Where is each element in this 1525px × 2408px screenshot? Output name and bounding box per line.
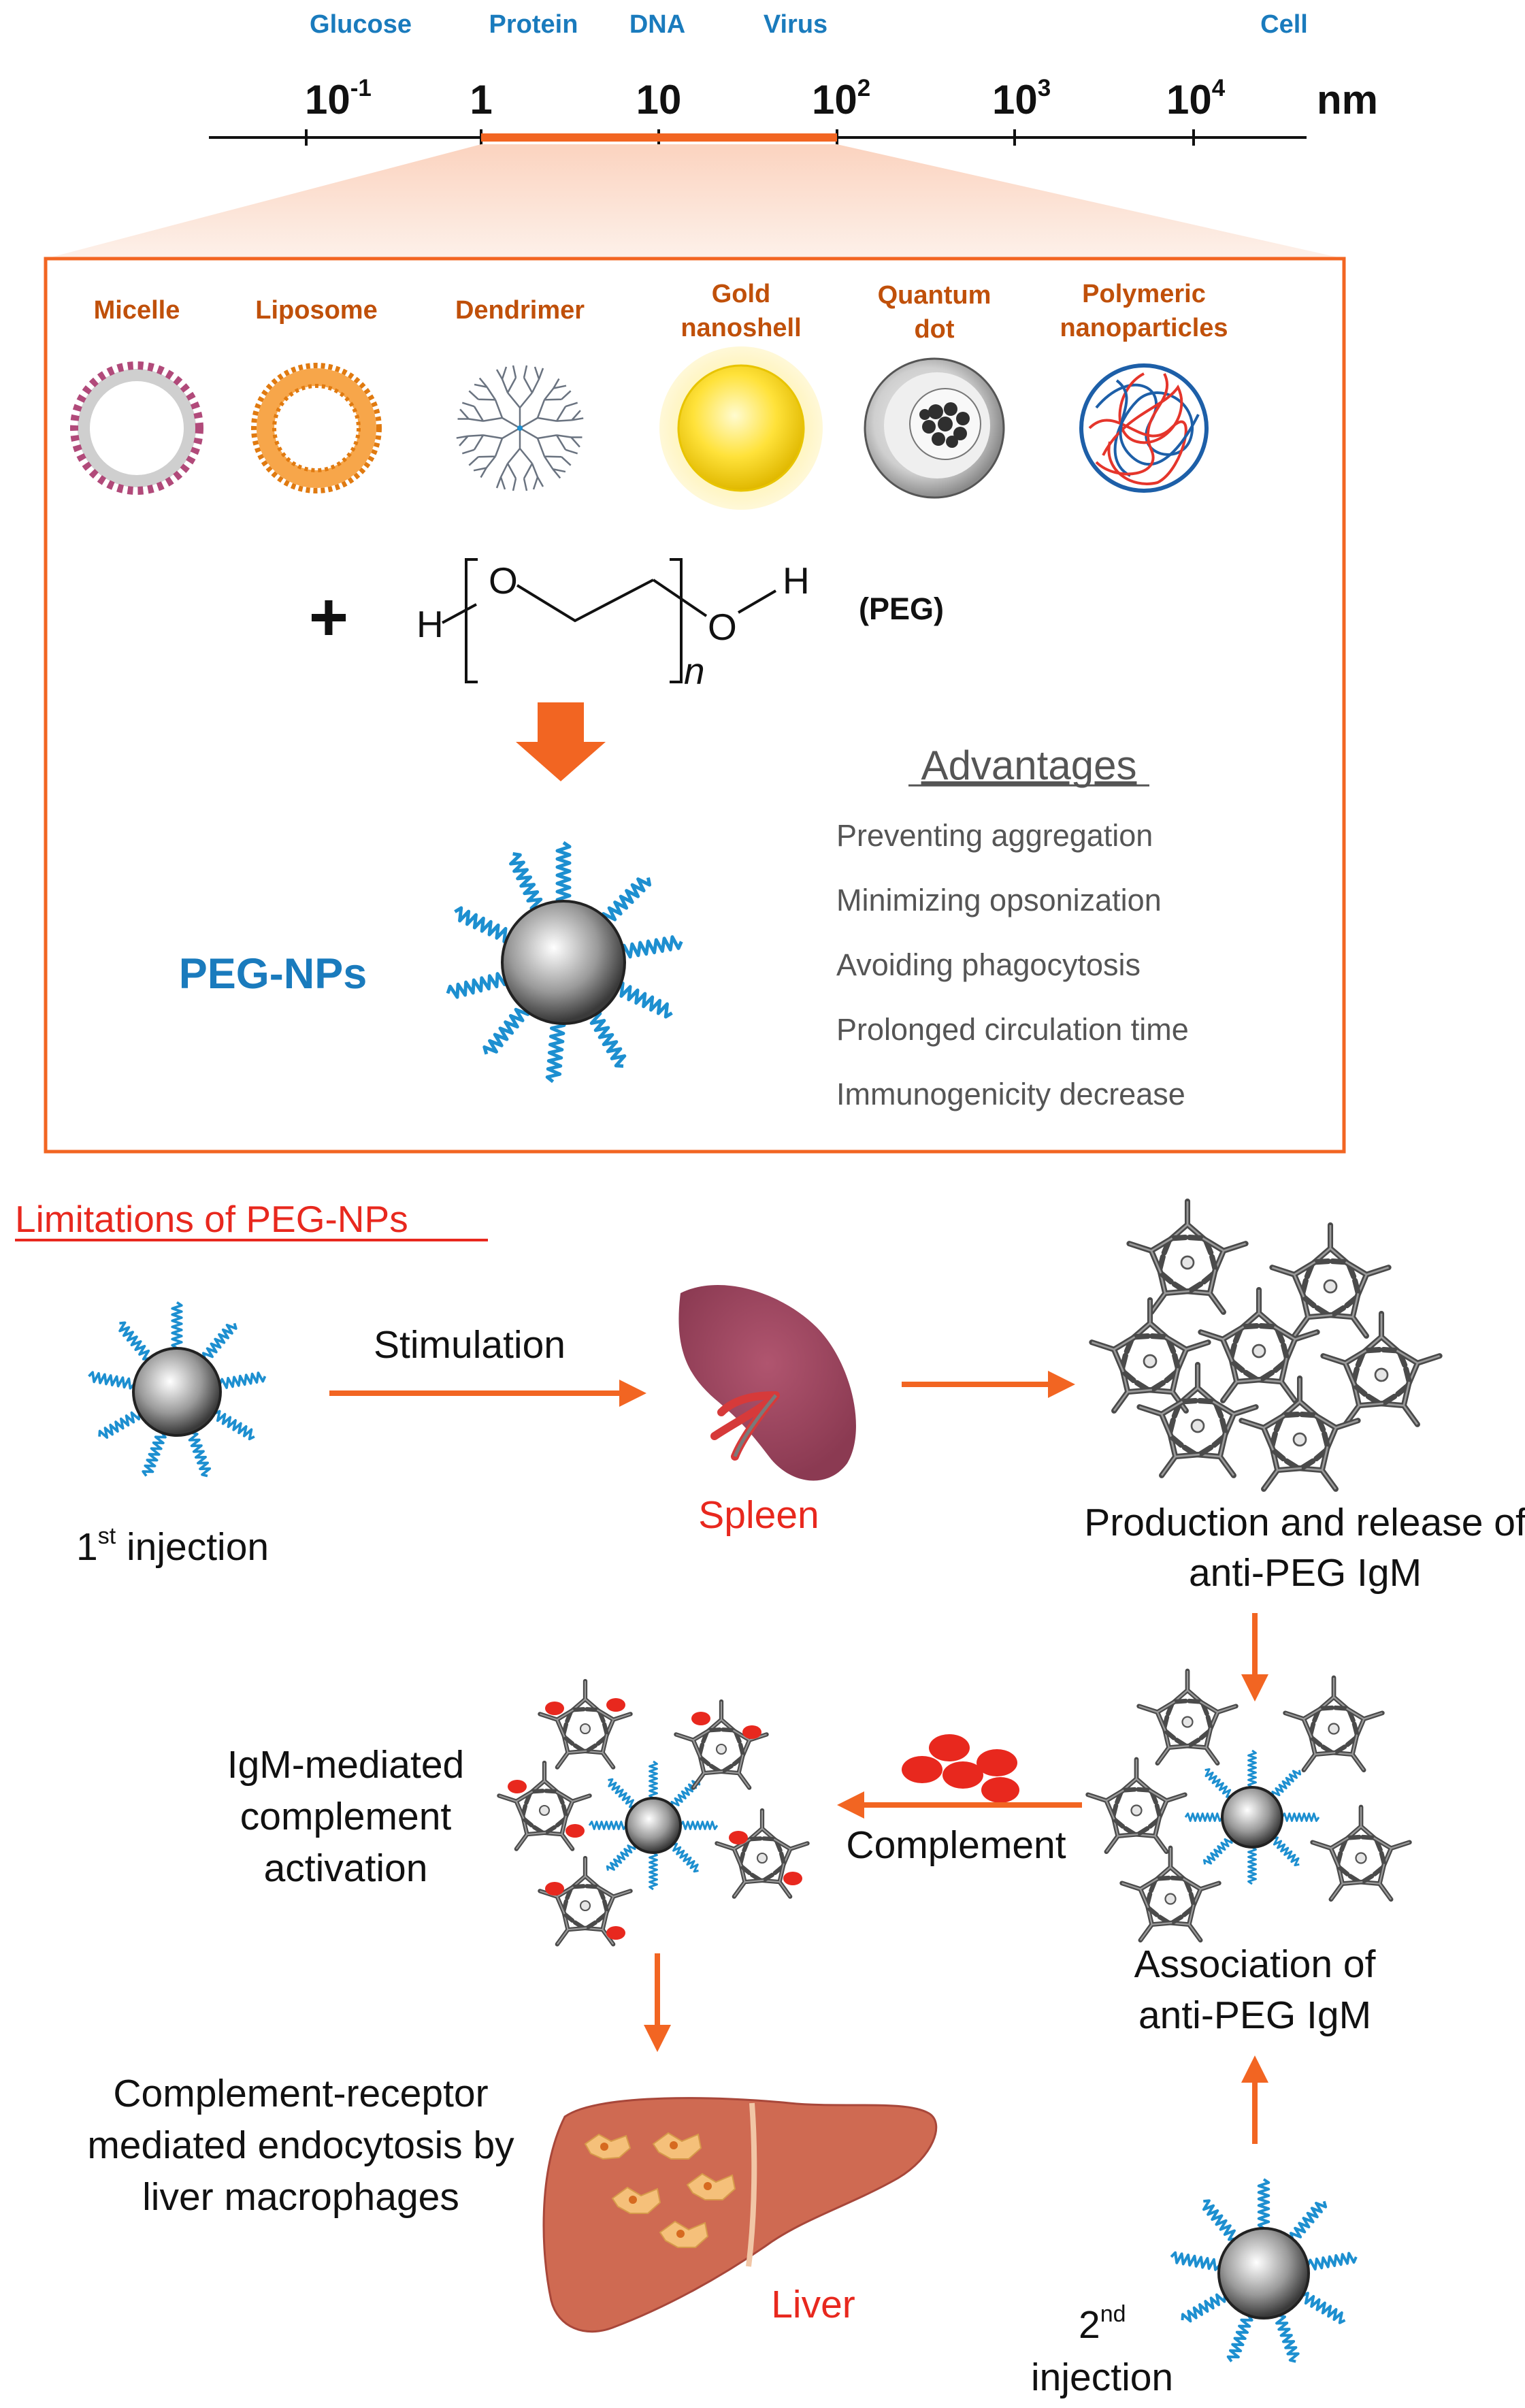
igm-activation-label-line1: IgM-mediated <box>227 1743 465 1787</box>
qd-label-line2: dot <box>914 315 954 344</box>
second-injection-np-icon <box>1170 2179 1357 2363</box>
tick-label-10000: 104 <box>1166 75 1226 123</box>
size-scale: Glucose Protein DNA Virus Cell 10-1 1 10… <box>46 10 1378 259</box>
limitations-title: Limitations of PEG-NPs <box>15 1198 408 1240</box>
down-arrow-icon <box>516 702 606 781</box>
peg-label: (PEG) <box>859 591 944 626</box>
complement-dots-icon <box>902 1734 1019 1803</box>
gold-label-line1: Gold <box>712 280 771 308</box>
advantages-list: Advantages Preventing aggregation Minimi… <box>836 743 1189 1111</box>
production-label-line1: Production and release of <box>1084 1501 1525 1544</box>
category-protein: Protein <box>489 10 578 39</box>
second-injection-label-line2: injection <box>1031 2356 1173 2399</box>
liver-label: Liver <box>771 2283 855 2326</box>
association-label-line1: Association of <box>1134 1942 1376 1986</box>
association-label-line2: anti-PEG IgM <box>1138 1994 1371 2037</box>
tick-label-1000: 103 <box>992 75 1051 123</box>
second-injection-label-line1: 2nd <box>1079 2301 1126 2347</box>
qd-label-line1: Quantum <box>878 281 991 310</box>
igm-activation-label-line2: complement <box>240 1795 452 1838</box>
formula-h-left: H <box>416 603 444 645</box>
quantum-dot-icon <box>864 357 1005 499</box>
liver-icon <box>542 2097 938 2333</box>
peg-np-icon <box>446 843 683 1082</box>
advantage-item: Immunogenicity decrease <box>836 1077 1185 1111</box>
poly-label-line1: Polymeric <box>1082 280 1206 308</box>
production-label-line2: anti-PEG IgM <box>1189 1551 1422 1595</box>
first-injection-np-icon <box>86 1301 267 1479</box>
category-virus: Virus <box>764 10 827 39</box>
liposome-icon <box>251 363 382 493</box>
endocytosis-label-line1: Complement-receptor <box>113 2072 488 2115</box>
poly-label-line2: nanoparticles <box>1060 314 1228 342</box>
advantage-item: Prolonged circulation time <box>836 1012 1189 1047</box>
advantage-item: Preventing aggregation <box>836 818 1153 853</box>
stimulation-label: Stimulation <box>374 1323 565 1367</box>
formula-h-right: H <box>783 559 810 602</box>
tick-label-10: 10 <box>636 77 682 123</box>
tick-label-0.1: 10-1 <box>305 75 372 123</box>
endocytosis-label-line3: liver macrophages <box>142 2175 459 2219</box>
association-np-icon <box>1082 1671 1415 1951</box>
advantages-title: Advantages <box>921 743 1137 788</box>
advantage-item: Avoiding phagocytosis <box>836 947 1141 982</box>
complement-label: Complement <box>846 1823 1066 1867</box>
peg-nps-label: PEG-NPs <box>179 950 367 998</box>
micelle-label: Micelle <box>94 296 180 325</box>
unit-label: nm <box>1317 77 1378 123</box>
plus-sign: + <box>309 579 348 655</box>
category-glucose: Glucose <box>310 10 412 39</box>
advantage-item: Minimizing opsonization <box>836 883 1162 917</box>
tick-label-1: 1 <box>470 77 492 123</box>
peg-formula: + H O n O H (PEG) <box>309 558 944 692</box>
first-injection-label: 1st injection <box>76 1523 269 1569</box>
category-cell: Cell <box>1260 10 1308 39</box>
category-dna: DNA <box>629 10 685 39</box>
nanoparticle-labels: Micelle Liposome Dendrimer Gold nanoshel… <box>94 280 1228 344</box>
endocytosis-label-line2: mediated endocytosis by <box>87 2124 514 2167</box>
formula-o-right: O <box>708 606 737 648</box>
complement-activated-np-icon <box>493 1681 813 1955</box>
dendrimer-icon <box>453 365 587 492</box>
spleen-icon <box>678 1285 856 1481</box>
igm-activation-label-line3: activation <box>264 1846 428 1890</box>
zoom-fan <box>46 144 1344 259</box>
gold-nanoshell-icon <box>659 346 823 510</box>
formula-subscript-n: n <box>684 650 705 692</box>
gold-label-line2: nanoshell <box>680 314 801 342</box>
formula-o-left: O <box>489 559 518 602</box>
dendrimer-label: Dendrimer <box>455 296 585 325</box>
tick-label-100: 102 <box>812 75 870 123</box>
igm-cluster-icon <box>1085 1201 1447 1503</box>
liposome-label: Liposome <box>255 296 377 325</box>
polymeric-nanoparticle-icon <box>1079 363 1209 493</box>
micelle-icon <box>70 361 203 495</box>
spleen-label: Spleen <box>698 1493 819 1537</box>
